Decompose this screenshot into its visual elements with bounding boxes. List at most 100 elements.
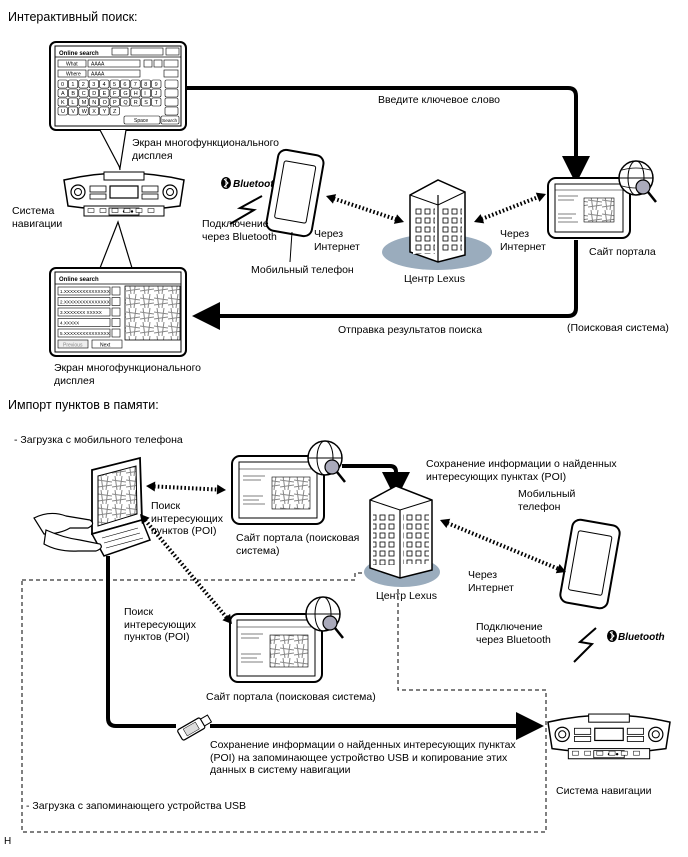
key-2: 2 xyxy=(82,82,85,88)
heading-interactive-search: Интерактивный поиск: xyxy=(8,10,138,24)
key-V: V xyxy=(71,109,75,115)
dotted-arrow-laptop-portal-1 xyxy=(153,484,219,492)
field-value-1: AAAA xyxy=(91,72,105,78)
key-L: L xyxy=(71,100,74,106)
label-enter-keyword: Введите ключевое слово xyxy=(378,94,500,106)
label-multifunction-display-2: Экран многофункционального дисплея xyxy=(54,362,202,387)
keyboard-screen-title: Online search xyxy=(59,51,99,57)
label-poi-search-2: Поиск интересующих пунктов (POI) xyxy=(124,606,197,643)
key-C: C xyxy=(82,91,86,97)
key-O: O xyxy=(103,100,108,106)
usb-transfer-arrow xyxy=(106,556,176,728)
globe-icon-bottom-2 xyxy=(305,596,344,639)
portal-site-tablet-bottom-2 xyxy=(229,613,323,683)
mobile-phone-bottom xyxy=(559,518,621,610)
label-poi-search-1: Поиск интересующих пунктов (POI) xyxy=(151,500,224,537)
nav-to-results-connector xyxy=(99,220,133,269)
field-label-1: Where xyxy=(66,72,81,78)
key-8: 8 xyxy=(144,82,147,88)
label-multifunction-display-1: Экран многофункционального дисплея xyxy=(132,137,280,162)
bluetooth-logo-top: Bluetooth xyxy=(221,177,280,190)
key-Z: Z xyxy=(113,109,117,115)
key-F: F xyxy=(113,91,117,97)
key-X: X xyxy=(92,109,96,115)
key-H: H xyxy=(134,91,138,97)
key-9: 9 xyxy=(155,82,158,88)
label-portal-search-system-1: Сайт портала (поисковая система) xyxy=(236,532,360,557)
key-M: M xyxy=(82,100,87,106)
label-navigation-system-bottom: Система навигации xyxy=(556,785,652,797)
label-via-internet-top-1: Через Интернет xyxy=(314,228,360,253)
key-Y: Y xyxy=(103,109,107,115)
search-key: Search xyxy=(162,118,178,124)
bluetooth-bolt-top xyxy=(229,195,263,225)
bluetooth-bolt-bottom xyxy=(573,627,597,663)
bluetooth-logo-bottom-text: Bluetooth xyxy=(618,632,665,643)
label-send-search-results: Отправка результатов поиска xyxy=(338,324,483,336)
globe-icon-top xyxy=(618,160,657,203)
portal-site-tablet-top xyxy=(547,177,631,239)
label-download-from-mobile: - Загрузка с мобильного телефона xyxy=(14,434,183,446)
lexus-center-building-top xyxy=(382,179,492,270)
key-G: G xyxy=(123,91,127,97)
space-key: Space xyxy=(134,118,148,124)
navigation-unit-bottom xyxy=(547,713,671,760)
key-A: A xyxy=(61,91,65,97)
key-B: B xyxy=(71,91,75,97)
label-bluetooth-connection-bottom: Подключение через Bluetooth xyxy=(476,621,551,646)
online-search-results-screen: Online search 1.XXXXXXXXXXXXXXX2.XXXXXXX… xyxy=(49,267,187,357)
result-row-3: 3.XXXXXXX XXXXX xyxy=(60,310,102,315)
key-6: 6 xyxy=(123,82,126,88)
key-D: D xyxy=(92,91,96,97)
key-4: 4 xyxy=(103,82,106,88)
key-I: I xyxy=(144,91,146,97)
key-U: U xyxy=(61,109,65,115)
field-value-0: AAAA xyxy=(91,62,105,68)
mobile-phone-top xyxy=(265,148,325,263)
key-5: 5 xyxy=(113,82,116,88)
laptop-with-user-icon xyxy=(33,456,151,557)
usb-stick-icon xyxy=(177,714,213,741)
key-7: 7 xyxy=(134,82,137,88)
lexus-center-building-bottom xyxy=(364,485,440,587)
label-search-system-top: (Поисковая система) xyxy=(567,322,669,334)
key-3: 3 xyxy=(92,82,95,88)
result-row-5: 5.XXXXXXXXXXXXXXX xyxy=(60,331,110,336)
label-mobile-phone-bottom: Мобильный телефон xyxy=(518,488,576,513)
heading-import-memory-points: Импорт пунктов в памяти: xyxy=(8,398,159,412)
label-mobile-phone-top: Мобильный телефон xyxy=(251,264,354,276)
previous-button: Previous xyxy=(63,343,83,349)
next-button: Next xyxy=(100,343,111,349)
key-J: J xyxy=(155,91,158,97)
key-0: 0 xyxy=(61,82,64,88)
bluetooth-logo-top-text: Bluetooth xyxy=(233,179,280,190)
key-1: 1 xyxy=(71,82,74,88)
key-W: W xyxy=(82,109,88,115)
label-portal-search-system-2: Сайт портала (поисковая система) xyxy=(206,691,376,703)
result-row-1: 1.XXXXXXXXXXXXXXX xyxy=(60,289,110,294)
portal-to-lexus-arrow xyxy=(342,464,410,500)
key-P: P xyxy=(113,100,117,106)
send-results-arrow xyxy=(192,240,578,330)
label-bluetooth-connection-top: Подключение через Bluetooth xyxy=(202,218,277,243)
label-via-internet-bottom: Через Интернет xyxy=(468,569,514,594)
label-navigation-system-top: Система навигации xyxy=(12,205,63,230)
key-S: S xyxy=(144,100,148,106)
key-R: R xyxy=(134,100,138,106)
label-usb-save-and-copy: Сохранение информации о найденных интере… xyxy=(210,739,516,776)
dotted-arrow-lexus-portal-top xyxy=(480,195,540,221)
field-label-0: What xyxy=(66,62,78,68)
results-screen-title: Online search xyxy=(59,277,99,283)
dotted-arrow-lexus-phone-bottom xyxy=(446,521,560,571)
usb-download-area-border xyxy=(21,572,547,833)
key-K: K xyxy=(61,100,65,106)
result-row-4: 4.XXXXX xyxy=(60,321,79,326)
globe-icon-bottom-1 xyxy=(307,440,346,483)
key-T: T xyxy=(155,100,159,106)
label-save-poi-info: Сохранение информации о найденных интере… xyxy=(426,458,617,483)
key-E: E xyxy=(103,91,107,97)
corner-mark: H xyxy=(4,836,12,847)
